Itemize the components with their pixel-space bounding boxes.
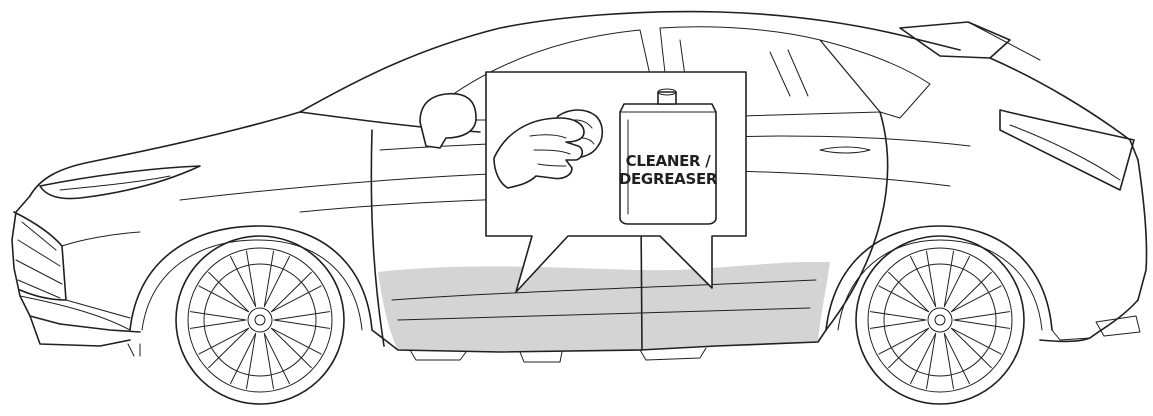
can-label-line1: CLEANER /: [626, 152, 712, 170]
wheel-spoke: [954, 312, 1009, 329]
wheel-spoke: [871, 312, 926, 329]
wheel-spoke: [231, 333, 256, 388]
wheel-spoke: [944, 333, 969, 388]
can-label-line2: DEGREASER: [619, 170, 718, 188]
wheel-spoke: [944, 251, 969, 306]
wheel-spoke: [264, 251, 289, 306]
wheel-spoke: [274, 312, 329, 329]
cleaner-can-icon: CLEANER / DEGREASER: [619, 89, 718, 224]
wheel-spoke: [911, 251, 936, 306]
wheel-spoke: [911, 333, 936, 388]
highlighted-cleaning-area: [378, 262, 830, 352]
rear-wheel: [856, 236, 1024, 404]
wheel-spoke: [231, 251, 256, 306]
wheel-spoke: [264, 333, 289, 388]
wheel-spoke: [191, 312, 246, 329]
front-wheel: [176, 236, 344, 404]
